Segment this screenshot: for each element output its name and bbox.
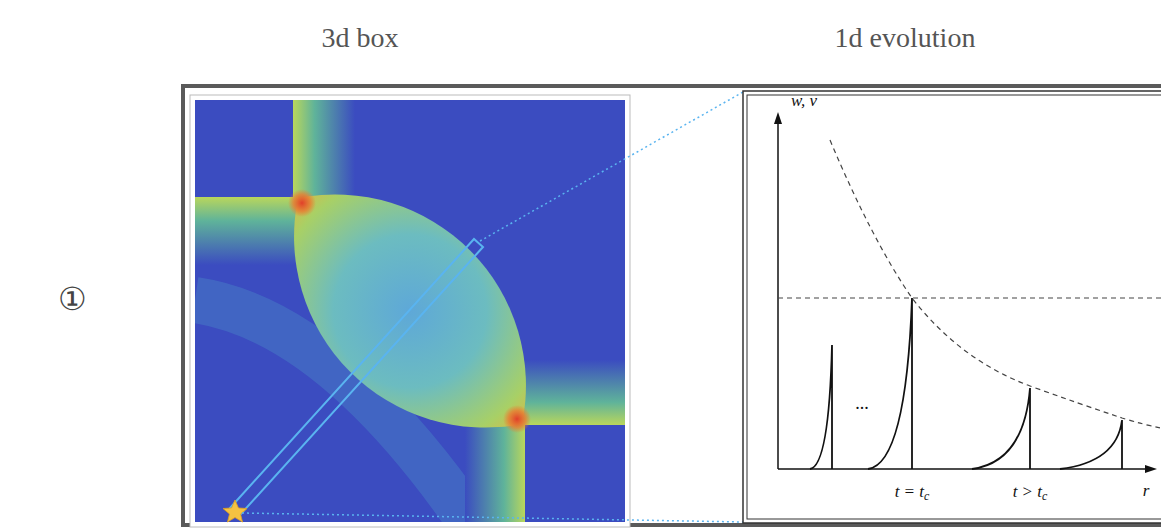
- nucleation-star: [223, 500, 247, 522]
- svg-polygon: [774, 112, 782, 124]
- svg-rect: [195, 100, 625, 522]
- plot-frame: [743, 91, 1161, 523]
- panel-heading: 1d evolution: [835, 23, 976, 54]
- svg-line: [777, 118, 779, 469]
- plot: [774, 112, 1161, 473]
- svg-path: [810, 345, 832, 469]
- svg-rect: [520, 360, 625, 425]
- svg-path: [972, 388, 1030, 469]
- svg-rect: [293, 100, 355, 200]
- svg-path: [1060, 420, 1122, 469]
- plot-frame-inner: [747, 95, 1161, 519]
- time-label: t > tc: [1013, 483, 1048, 502]
- subscript: c: [924, 489, 929, 503]
- subscript: c: [1042, 489, 1047, 503]
- ray-box: [230, 239, 483, 516]
- zoom-line: [480, 92, 743, 241]
- svg-polygon: [1145, 465, 1157, 473]
- svg-path: [868, 298, 912, 469]
- zoom-line: [242, 513, 743, 522]
- svg-rect: [465, 424, 525, 522]
- svg-path: [830, 140, 1161, 428]
- svg-ellipse: [503, 405, 531, 433]
- panel-heading: 3d box: [322, 23, 399, 54]
- axis-label: w, v: [791, 92, 817, 111]
- callout-number: ①: [58, 282, 87, 317]
- time-label: t = tc: [895, 483, 930, 502]
- image-border: [190, 95, 630, 527]
- svg-rect: [195, 197, 298, 265]
- ellipsis: ...: [855, 394, 869, 414]
- svg-line: [778, 297, 1161, 298]
- axis-label: r: [1143, 482, 1150, 501]
- svg-line: [778, 468, 1150, 470]
- simulation-slice: [195, 100, 625, 522]
- panel-frame: [183, 86, 1161, 525]
- svg-ellipse: [288, 189, 316, 217]
